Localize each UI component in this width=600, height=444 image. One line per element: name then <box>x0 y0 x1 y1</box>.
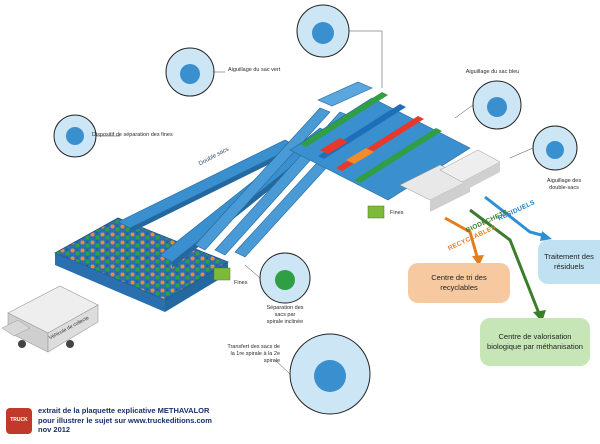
receiving-pit <box>54 217 229 312</box>
footer-credit: extrait de la plaquette explicative METH… <box>38 406 212 435</box>
leader-lines <box>96 30 534 375</box>
output-box-biological: Centre de valorisation biologique par mé… <box>480 318 590 366</box>
logo-text: TRUCK <box>10 417 28 423</box>
footer-line-2: pour illustrer le sujet sur www.truckedi… <box>38 415 212 425</box>
label-fines-separation: Dispositif de séparation des fines <box>92 132 173 138</box>
footer-line-1: extrait de la plaquette explicative METH… <box>38 406 210 415</box>
callout-circles <box>53 4 578 415</box>
label-green-bag-switch: Aiguillage du sac vert <box>228 67 281 73</box>
footer-line-3: nov 2012 <box>38 425 71 434</box>
output-arrows <box>444 195 552 322</box>
collection-vehicle <box>1 285 99 353</box>
label-fines-lower: Fines <box>234 280 248 286</box>
output-trucks <box>399 149 501 212</box>
label-spiral-transfer: Transfert des sacs de la 1re spirale à l… <box>227 344 280 364</box>
label-double-bag-switch: Aiguillage des double-sacs <box>546 178 582 191</box>
label-fines-upper: Fines <box>390 210 404 216</box>
label-spiral-separation: Séparation des sacs par spirale inclinée <box>266 305 304 325</box>
label-blue-bag-switch: Aiguillage du sac bleu <box>465 69 520 75</box>
top-conveyor <box>317 81 373 107</box>
output-box-recyclables: Centre de tri des recyclables <box>408 263 510 303</box>
truck-editions-logo: TRUCK <box>6 408 32 434</box>
fines-bins <box>213 205 385 281</box>
output-box-residual: Traitement des résiduels <box>538 240 600 284</box>
